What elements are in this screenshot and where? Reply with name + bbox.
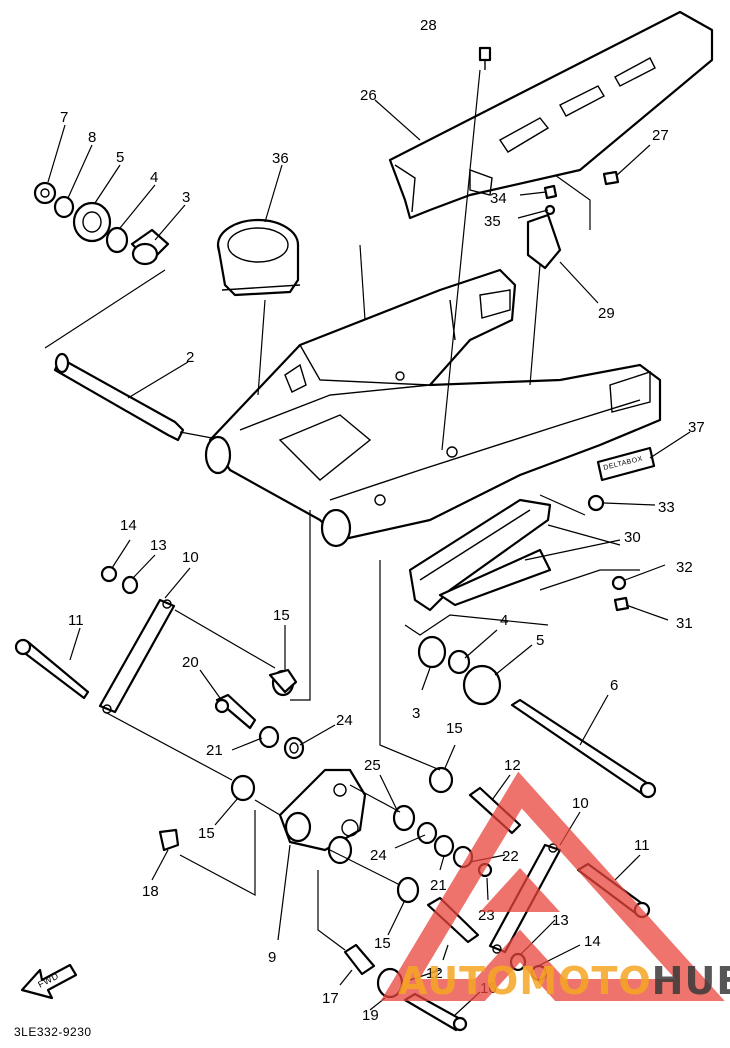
label-part-12-upper: 12 — [504, 757, 521, 774]
label-part-33: 33 — [658, 499, 675, 516]
label-part-2: 2 — [186, 349, 194, 366]
label-part-24-lower: 24 — [370, 847, 387, 864]
label-part-28: 28 — [420, 17, 437, 34]
watermark-text-hub: HUB — [652, 959, 730, 1003]
pivot-shaft — [53, 352, 185, 442]
label-part-30: 30 — [624, 529, 641, 546]
relay-link — [278, 768, 367, 865]
label-part-34: 34 — [490, 190, 507, 207]
label-part-3-mid: 3 — [412, 705, 420, 722]
bearings-middle — [417, 635, 502, 706]
label-part-4-top: 4 — [150, 169, 158, 186]
label-part-32: 32 — [676, 559, 693, 576]
label-part-3-top: 3 — [182, 189, 190, 206]
label-part-4-mid: 4 — [500, 612, 508, 629]
bolt-11-left — [14, 638, 90, 700]
label-part-37: 37 — [688, 419, 705, 436]
watermark-triangle-icon — [380, 771, 725, 1001]
label-part-9: 9 — [268, 949, 276, 966]
label-part-11-left: 11 — [68, 612, 84, 629]
label-part-15-d: 15 — [374, 935, 391, 952]
label-part-15-b: 15 — [446, 720, 463, 737]
dust-cover — [216, 218, 301, 297]
label-part-21-upper: 21 — [206, 742, 223, 759]
label-part-14-right: 14 — [584, 933, 601, 950]
top-bearing-parts — [33, 181, 170, 266]
nut-18 — [158, 828, 180, 852]
small-fasteners-right — [478, 46, 630, 612]
automotohub-watermark — [380, 771, 725, 1001]
forward-arrow: FWD — [20, 963, 78, 1000]
label-part-15-c: 15 — [198, 825, 215, 842]
shaft-6 — [510, 698, 657, 799]
watermark-text-moto: MOTO — [519, 959, 651, 1003]
label-part-27: 27 — [652, 127, 669, 144]
swingarm-nameplate: DELTABOX — [596, 446, 656, 482]
label-part-22: 22 — [502, 848, 519, 865]
label-part-10-left: 10 — [182, 549, 199, 566]
collar-15-left — [230, 774, 256, 802]
collar-15-upper — [268, 668, 298, 697]
label-part-6: 6 — [610, 677, 618, 694]
part-number-labels: 28 26 27 36 34 35 29 7 8 5 4 3 2 37 33 3… — [60, 17, 705, 1024]
label-part-13-left: 13 — [150, 537, 167, 554]
label-part-29: 29 — [598, 305, 615, 322]
label-part-31: 31 — [676, 615, 693, 632]
label-part-15-a: 15 — [273, 607, 290, 624]
label-part-14-left: 14 — [120, 517, 137, 534]
relay-arm-left — [98, 598, 176, 714]
swingarm — [204, 268, 662, 548]
label-part-8: 8 — [88, 129, 96, 146]
label-part-20: 20 — [182, 654, 199, 671]
nuts-13-14 — [100, 565, 139, 595]
label-part-5-mid: 5 — [536, 632, 544, 649]
label-part-26: 26 — [360, 87, 377, 104]
label-part-36: 36 — [272, 150, 289, 167]
chain-guide — [408, 498, 552, 612]
bolt-20 — [214, 693, 257, 730]
watermark-text-auto: AUTO — [398, 959, 519, 1003]
watermark-text: AUTOMOTOHUB — [398, 959, 730, 1003]
label-part-11-right: 11 — [634, 837, 650, 854]
washers-21-24 — [258, 725, 305, 760]
label-part-35: 35 — [484, 213, 501, 230]
part-code: 3LE332-9230 — [14, 1025, 92, 1039]
label-part-18: 18 — [142, 883, 159, 900]
label-part-10-right: 10 — [572, 795, 589, 812]
label-part-25: 25 — [364, 757, 381, 774]
label-part-12-lower: 12 — [426, 965, 443, 982]
label-part-24-upper: 24 — [336, 712, 353, 729]
label-part-13-right: 13 — [552, 912, 569, 929]
leader-lines — [44, 69, 691, 1016]
label-part-19: 19 — [362, 1007, 379, 1024]
label-part-7: 7 — [60, 109, 68, 126]
label-part-21-lower: 21 — [430, 877, 447, 894]
label-part-17: 17 — [322, 990, 339, 1007]
label-part-5-top: 5 — [116, 149, 124, 166]
